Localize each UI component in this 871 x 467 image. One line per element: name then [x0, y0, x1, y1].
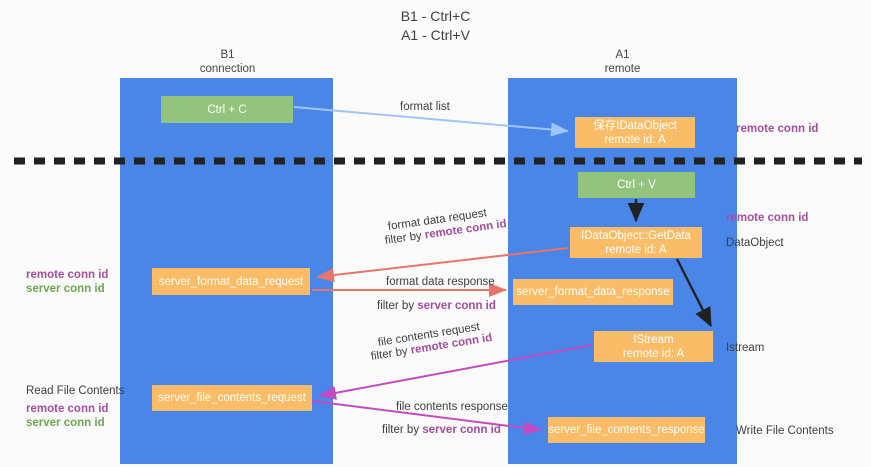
- annotation-server-conn-id: server conn id: [26, 283, 105, 295]
- annotation-dataobject: DataObject: [726, 237, 784, 249]
- annotation-remote-conn-id: remote conn id: [26, 269, 109, 281]
- node-idataobject-getdata-line-2: remote id: A: [605, 243, 667, 256]
- filter-key-server-conn-id: server conn id: [422, 424, 501, 436]
- swimlane-b1-subtitle: connection: [199, 63, 256, 75]
- node-server-file-contents-response-label: server_file_contents_response: [548, 424, 705, 436]
- annotation-remote-conn-id-mid: remote conn id: [726, 212, 809, 224]
- node-server-file-contents-request[interactable]: server_file_contents_request: [152, 385, 312, 411]
- node-idataobject-getdata[interactable]: IDataObject::GetData remote id: A: [570, 227, 702, 258]
- node-ctrl-v[interactable]: Ctrl + V: [578, 172, 695, 198]
- node-save-idataobject-line-2: remote id: A: [604, 133, 666, 146]
- edge-label-file-contents-response-filter: filter by server conn id: [382, 423, 501, 437]
- edge-label-format-data-response: format data response: [386, 276, 495, 288]
- node-save-idataobject[interactable]: 保存IDataObject remote id: A: [575, 117, 695, 148]
- annotation-left-conn-ids-2: remote conn id server conn id: [26, 402, 108, 430]
- title-line-1: B1 - Ctrl+C: [400, 8, 471, 24]
- annotation-write-file-contents: Write File Contents: [736, 425, 834, 437]
- node-ctrl-v-label: Ctrl + V: [617, 179, 656, 191]
- node-istream[interactable]: IStream remote id: A: [594, 331, 713, 362]
- node-save-idataobject-line-1: 保存IDataObject: [593, 119, 677, 132]
- node-server-format-data-request-label: server_format_data_request: [158, 275, 304, 288]
- filter-prefix: filter by: [377, 300, 418, 312]
- filter-prefix: filter by: [370, 344, 412, 363]
- swimlane-a1-subtitle: remote: [604, 63, 641, 75]
- swimlane-a1-title: A1: [615, 49, 630, 61]
- diagram-title: B1 - Ctrl+C A1 - Ctrl+V: [0, 7, 871, 45]
- annotation-left-conn-ids-1: remote conn id server conn id: [26, 268, 108, 296]
- title-line-2: A1 - Ctrl+V: [401, 27, 470, 43]
- swimlane-b1-title: B1: [220, 49, 235, 61]
- annotation-istream: Istream: [726, 342, 765, 354]
- swimlane-header-b1: B1 connection: [150, 48, 305, 76]
- node-server-file-contents-response[interactable]: server_file_contents_response: [548, 417, 705, 443]
- filter-key-server-conn-id: server conn id: [417, 300, 496, 312]
- annotation-remote-conn-id-top: remote conn id: [736, 123, 819, 135]
- node-istream-line-1: IStream: [633, 333, 674, 346]
- node-istream-line-2: remote id: A: [622, 347, 685, 360]
- node-server-format-data-response[interactable]: server_format_data_response: [513, 279, 673, 305]
- node-ctrl-c[interactable]: Ctrl + C: [161, 96, 293, 123]
- swimlane-header-a1: A1 remote: [545, 48, 700, 76]
- edge-label-format-list: format list: [400, 101, 450, 113]
- edge-label-file-contents-response: file contents response: [396, 401, 508, 413]
- node-idataobject-getdata-line-1: IDataObject::GetData: [581, 229, 691, 242]
- annotation-server-conn-id: server conn id: [26, 417, 105, 429]
- filter-prefix: filter by: [384, 229, 426, 247]
- annotation-read-file-contents: Read File Contents: [26, 385, 125, 397]
- node-server-format-data-response-label: server_format_data_response: [516, 286, 670, 298]
- edge-label-format-data-response-filter: filter by server conn id: [377, 299, 496, 313]
- node-server-file-contents-request-label: server_file_contents_request: [158, 392, 306, 404]
- node-ctrl-c-label: Ctrl + C: [207, 103, 247, 116]
- node-server-format-data-request[interactable]: server_format_data_request: [152, 268, 310, 295]
- annotation-remote-conn-id: remote conn id: [26, 403, 109, 415]
- filter-prefix: filter by: [382, 424, 423, 436]
